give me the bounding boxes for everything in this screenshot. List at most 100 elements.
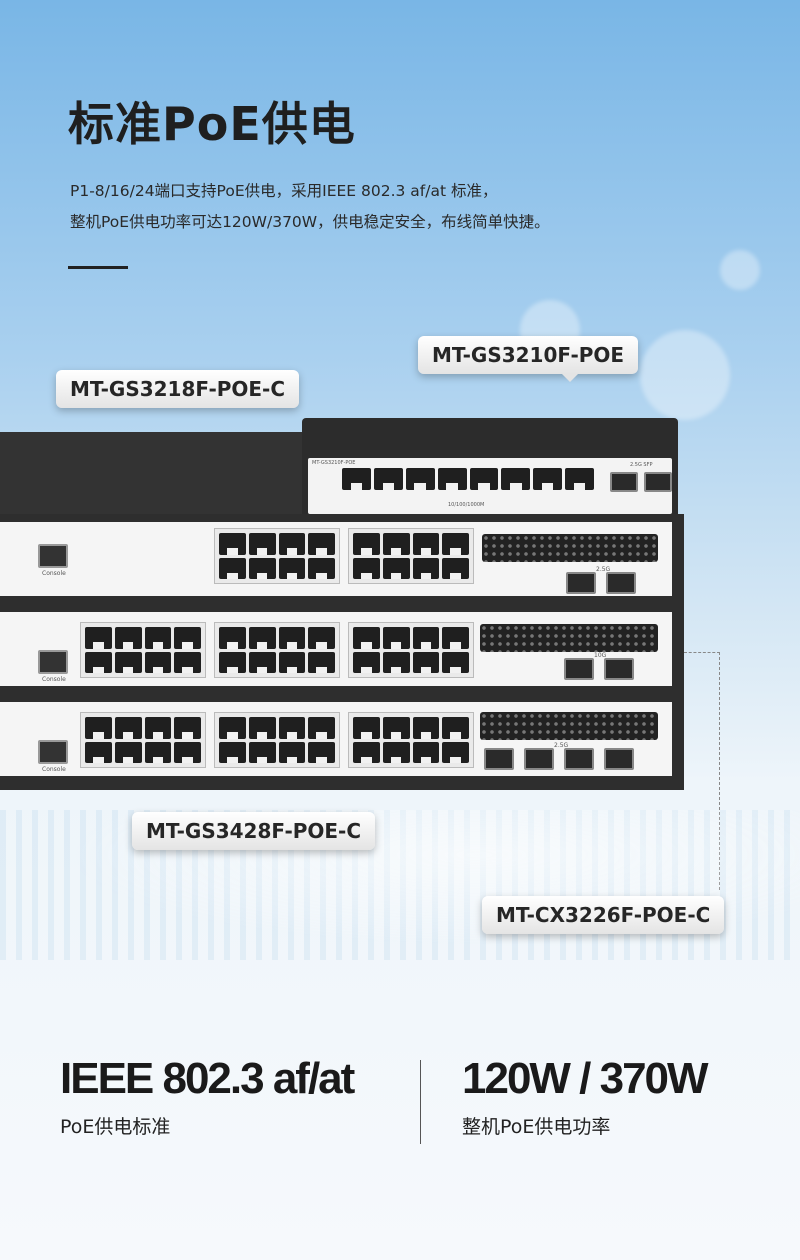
bokeh [640, 330, 730, 420]
rj45-port [308, 741, 335, 763]
desc-line-1: P1-8/16/24端口支持PoE供电，采用IEEE 802.3 af/at 标… [70, 182, 498, 200]
model-tag-label: MT-CX3226F-POE-C [496, 903, 711, 927]
rj45-port [373, 468, 403, 490]
rj45-port [442, 533, 469, 555]
rj45-port [85, 741, 112, 763]
rj45-port [219, 557, 246, 579]
rj45-port [85, 651, 112, 673]
rj45-port [353, 627, 380, 649]
stat-divider [420, 1060, 421, 1144]
rj45-port [114, 651, 142, 673]
rj45-port [382, 533, 410, 555]
switch-cx3226f: Console 10G [0, 604, 684, 696]
rj45-port [412, 741, 440, 763]
stat-value: IEEE 802.3 af/at [60, 1054, 355, 1103]
rj45-port [174, 651, 201, 673]
rj45-port [85, 717, 112, 739]
rj45-port [174, 627, 201, 649]
model-tag-gs3218f: MT-GS3218F-POE-C [56, 370, 300, 408]
rj45-port [144, 627, 172, 649]
rj45-port [85, 627, 112, 649]
console-label: Console [42, 766, 66, 773]
rj45-port [442, 627, 469, 649]
rj45-port [353, 741, 380, 763]
rj45-port [219, 627, 246, 649]
rj45-port [278, 627, 306, 649]
description: P1-8/16/24端口支持PoE供电，采用IEEE 802.3 af/at 标… [70, 176, 730, 238]
model-tag-label: MT-GS3210F-POE [432, 343, 625, 367]
model-tag-gs3428f: MT-GS3428F-POE-C [132, 812, 376, 850]
stat-standard: IEEE 802.3 af/at PoE供电标准 [60, 1054, 355, 1139]
rj45-port [405, 468, 435, 490]
sfp-speed-label: 10G [594, 652, 607, 659]
stat-label: PoE供电标准 [60, 1116, 171, 1138]
switch-front-panel: Console 2.5G [0, 522, 672, 596]
rj45-port [353, 717, 380, 739]
bokeh [720, 250, 760, 290]
rj45-port [114, 627, 142, 649]
rj45-port [278, 533, 306, 555]
sfp-port [604, 748, 634, 770]
rj45-port [382, 557, 410, 579]
vent-grille [480, 624, 658, 652]
sfp-port [606, 572, 636, 594]
rj45-port [501, 468, 531, 490]
rj45-port [144, 717, 172, 739]
sfp-port [564, 748, 594, 770]
rj45-port [308, 557, 335, 579]
rj45-port [248, 533, 276, 555]
rj45-port [219, 741, 246, 763]
sfp-speed-label: 2.5G [596, 566, 611, 573]
speed-label: 10/100/1000M [448, 502, 485, 508]
divider [68, 266, 128, 269]
rj45-port [174, 741, 201, 763]
console-port [38, 650, 68, 674]
rj45-port [219, 533, 246, 555]
stat-power: 120W / 370W 整机PoE供电功率 [462, 1054, 709, 1139]
rj45-port [442, 557, 469, 579]
rj45-port-group [214, 622, 340, 678]
console-port [38, 740, 68, 764]
rj45-port [219, 717, 246, 739]
rj45-port [278, 651, 306, 673]
rj45-port [382, 741, 410, 763]
rj45-port [278, 741, 306, 763]
switch-gs3218f: Console 2.5G [0, 514, 684, 606]
rj45-port [437, 468, 467, 490]
stat-label: 整机PoE供电功率 [462, 1116, 611, 1138]
sfp-port [564, 658, 594, 680]
model-tag-cx3226f: MT-CX3226F-POE-C [482, 896, 725, 934]
rj45-port [412, 717, 440, 739]
switch-model-print: MT-GS3210F-POE [312, 460, 356, 466]
rj45-port [412, 533, 440, 555]
rj45-port-group [214, 528, 340, 584]
rj45-port-group [80, 712, 206, 768]
rj45-port [412, 627, 440, 649]
switch-back-case [0, 432, 306, 524]
rj45-port [114, 741, 142, 763]
page-title: 标准PoE供电 [68, 97, 356, 151]
rj45-port [248, 741, 276, 763]
rj45-port [308, 533, 335, 555]
sfp-group-label: 2.5G SFP [630, 462, 653, 468]
rj45-port [382, 627, 410, 649]
rj45-port [144, 651, 172, 673]
rj45-port [248, 651, 276, 673]
rj45-port [342, 468, 371, 490]
sfp-port [610, 472, 638, 492]
rj45-port [308, 651, 335, 673]
stat-value: 120W / 370W [462, 1054, 709, 1103]
rj45-port [353, 533, 380, 555]
rj45-port [278, 557, 306, 579]
rj45-port [308, 717, 335, 739]
rj45-port [469, 468, 499, 490]
switch-front-panel: Console 2.5G [0, 702, 672, 776]
rj45-port [308, 627, 335, 649]
rj45-port [353, 557, 380, 579]
leader-line [684, 652, 720, 653]
desc-line-2: 整机PoE供电功率可达120W/370W，供电稳定安全，布线简单快捷。 [70, 213, 550, 231]
console-label: Console [42, 676, 66, 683]
rj45-port-group [348, 712, 474, 768]
switch-front-panel: MT-GS3210F-POE 10/100/1000M 2.5G SFP [308, 458, 672, 514]
switch-front-panel: Console 10G [0, 612, 672, 686]
